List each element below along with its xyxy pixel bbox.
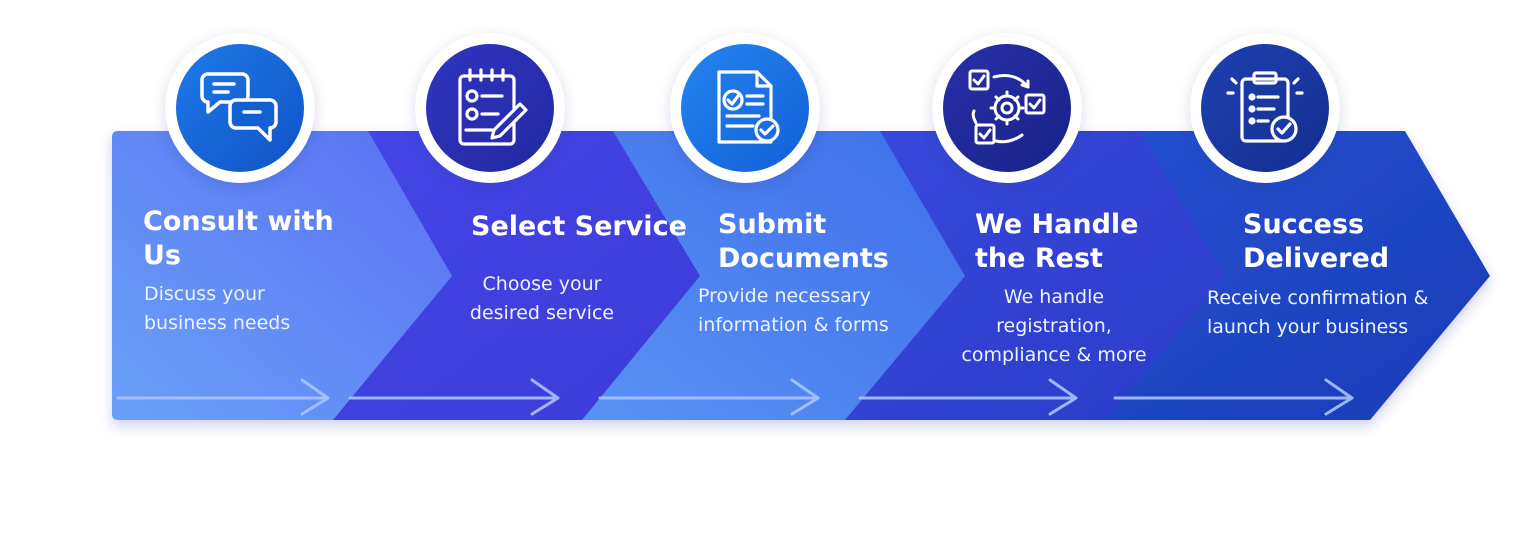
step-3-icon-badge: [670, 33, 820, 183]
step-panel-2: [320, 131, 700, 420]
step-panel-3: [570, 131, 965, 420]
step-2-title: Select Service: [471, 211, 687, 242]
step-4-description: We handle registration, compliance & mor…: [961, 286, 1147, 366]
arrow-icon: [598, 378, 820, 416]
step-5-title: Success Delivered: [1243, 209, 1390, 274]
arrow-icon: [858, 378, 1078, 416]
arrow-icon: [116, 378, 330, 416]
document-check-icon: [717, 70, 780, 144]
step-2-description: Choose your desired service: [469, 273, 615, 324]
step-3-description: Provide necessary information & forms: [698, 285, 889, 336]
step-3-title: Submit Documents: [718, 209, 889, 274]
step-panel-4: [830, 131, 1225, 420]
step-5-description: Receive confirmation & launch your busin…: [1207, 287, 1429, 338]
step-1-icon-badge: [165, 33, 315, 183]
step-panel-1: [112, 131, 452, 420]
clipboard-check-icon: [1226, 71, 1304, 143]
step-5-icon-badge: [1190, 33, 1340, 183]
step-2-icon-badge: [415, 33, 565, 183]
arrow-icon: [348, 378, 560, 416]
arrow-icon: [1113, 378, 1354, 416]
step-4-title: We Handle the Rest: [975, 209, 1139, 274]
checklist-pencil-icon: [458, 68, 528, 146]
step-panel-5: [1090, 131, 1490, 420]
step-4-icon-badge: [932, 33, 1082, 183]
chat-bubbles-icon: [200, 72, 278, 142]
step-1-title: Consult with Us: [143, 206, 334, 271]
gear-cycle-icon: [968, 69, 1046, 145]
step-1-description: Discuss your business needs: [144, 283, 291, 334]
